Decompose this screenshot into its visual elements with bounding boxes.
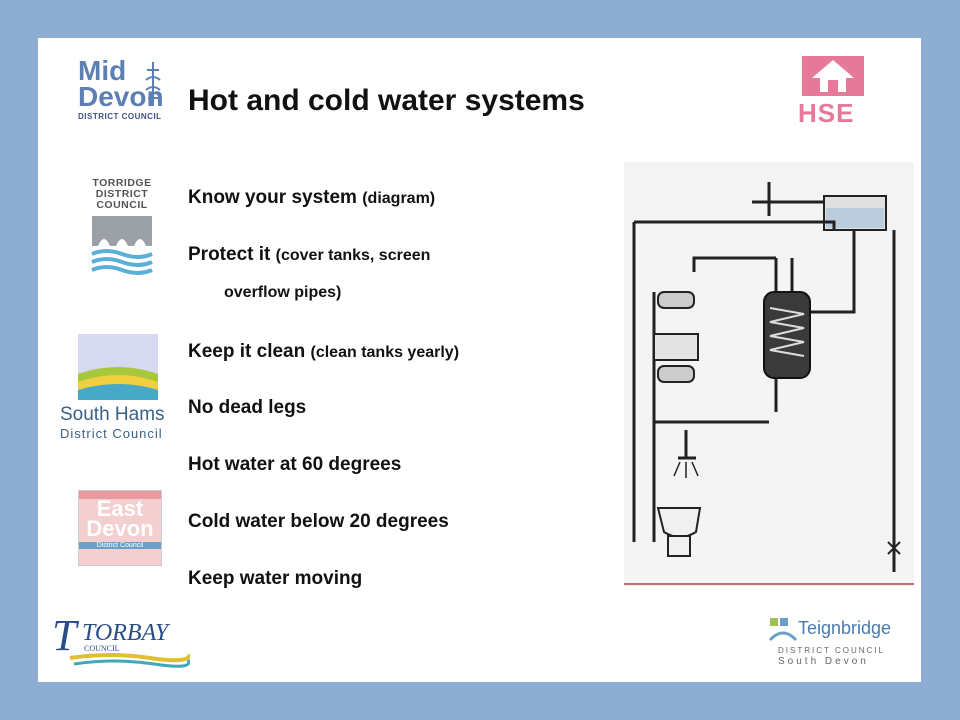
mid-devon-line3: DISTRICT COUNCIL [78, 112, 162, 121]
east-devon-line1: East [96, 496, 144, 521]
torridge-line1: TORRIDGE [92, 177, 152, 189]
bullet-keep-clean: Keep it clean (clean tanks yearly) [188, 340, 459, 365]
teignbridge-line1: Teignbridge [798, 618, 892, 638]
svg-text:T: T [52, 611, 80, 660]
bullet-no-dead-legs: No dead legs [188, 397, 307, 418]
wave-icon: T [52, 611, 190, 668]
slide: Mid Devon DISTRICT COUNCIL Hot and cold … [38, 38, 921, 682]
torbay-logo: T TORBAY COUNCIL [50, 608, 190, 672]
landscape-icon [78, 334, 158, 400]
south-hams-logo: South Hams District Council [60, 334, 180, 444]
mid-devon-logo: Mid Devon DISTRICT COUNCIL [78, 55, 168, 130]
mid-devon-line1: Mid [78, 55, 127, 86]
bullet-know-system: Know your system (diagram) [188, 186, 435, 211]
south-hams-line1: South Hams [60, 404, 165, 425]
bullet-note: (diagram) [362, 190, 436, 207]
teignbridge-logo: Teignbridge DISTRICT COUNCIL South Devon [766, 614, 906, 668]
bullet-text: Know your system [188, 187, 357, 208]
page-title: Hot and cold water systems [188, 84, 585, 117]
water-system-diagram [624, 162, 914, 586]
east-devon-logo: East Devon District Council [78, 490, 162, 566]
bullet-protect: Protect it (cover tanks, screen [188, 243, 430, 268]
bridge-icon [768, 618, 798, 642]
teignbridge-line3: South Devon [778, 656, 869, 667]
east-devon-line2: Devon [86, 516, 154, 541]
east-devon-line3: District Council [79, 542, 161, 549]
bullet-note: (clean tanks yearly) [310, 344, 460, 361]
teignbridge-line2: DISTRICT COUNCIL [778, 646, 885, 655]
hse-logo: HSE [794, 54, 874, 130]
bullet-keep-moving: Keep water moving [188, 568, 363, 589]
hse-text: HSE [798, 98, 855, 128]
torridge-logo: TORRIDGE DISTRICT COUNCIL [90, 178, 154, 280]
torridge-line3: COUNCIL [96, 199, 148, 211]
bridge-icon [91, 216, 153, 275]
torbay-line2: COUNCIL [84, 644, 120, 653]
bullet-cold-water: Cold water below 20 degrees [188, 511, 449, 532]
bullet-text: Keep it clean [188, 341, 306, 362]
bullet-protect-continuation: overflow pipes) [224, 284, 342, 301]
house-icon [802, 56, 864, 96]
torbay-line1: TORBAY [82, 620, 169, 646]
bullet-text: Protect it [188, 244, 271, 265]
torridge-line2: DISTRICT [95, 188, 149, 200]
bullet-hot-water: Hot water at 60 degrees [188, 454, 402, 475]
crest-icon [145, 62, 161, 106]
bullet-note: (cover tanks, screen [275, 247, 431, 264]
south-hams-line2: District Council [60, 426, 163, 441]
